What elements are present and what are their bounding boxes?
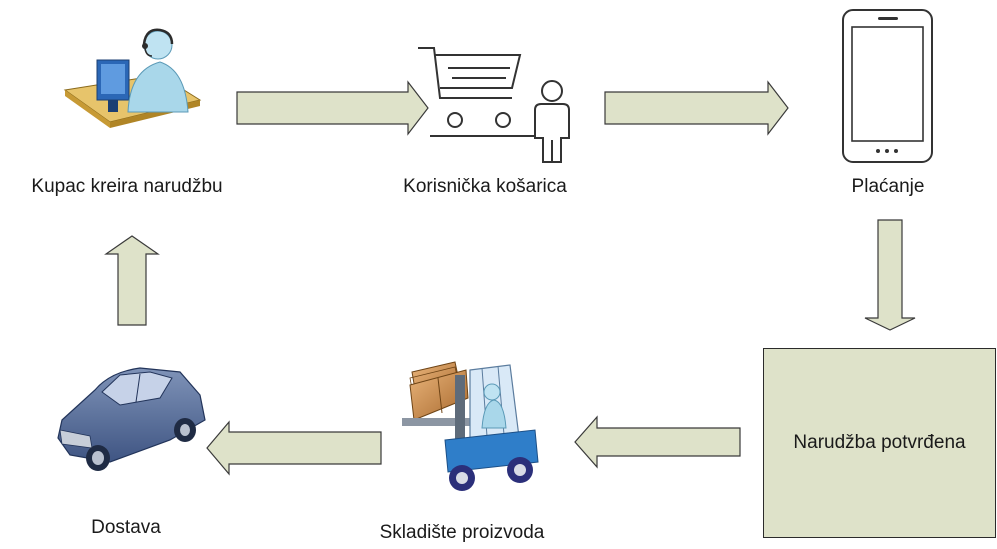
node-label-delivery: Dostava — [91, 517, 161, 538]
arrow-cart-to-payment — [604, 80, 789, 136]
node-label-customer: Kupac kreira narudžbu — [31, 176, 223, 197]
smartphone-icon — [842, 9, 933, 163]
node-label-confirmed: Narudžba potvrđena — [793, 432, 966, 453]
arrow-delivery-to-customer — [104, 235, 160, 326]
car-icon — [57, 367, 206, 471]
node-label-payment: Plaćanje — [851, 176, 925, 197]
order-confirmed-box: Narudžba potvrđena — [763, 348, 996, 538]
arrow-payment-to-confirmed — [864, 219, 916, 331]
shopping-cart-user-icon — [418, 47, 570, 163]
arrow-confirmed-to-warehouse — [574, 415, 741, 469]
arrow-warehouse-to-delivery — [206, 420, 382, 476]
forklift-icon — [402, 361, 539, 491]
customer-at-computer-icon — [63, 28, 202, 128]
node-label-cart: Korisnička košarica — [403, 176, 567, 197]
node-label-warehouse: Skladište proizvoda — [379, 522, 545, 543]
arrow-customer-to-cart — [236, 80, 429, 136]
